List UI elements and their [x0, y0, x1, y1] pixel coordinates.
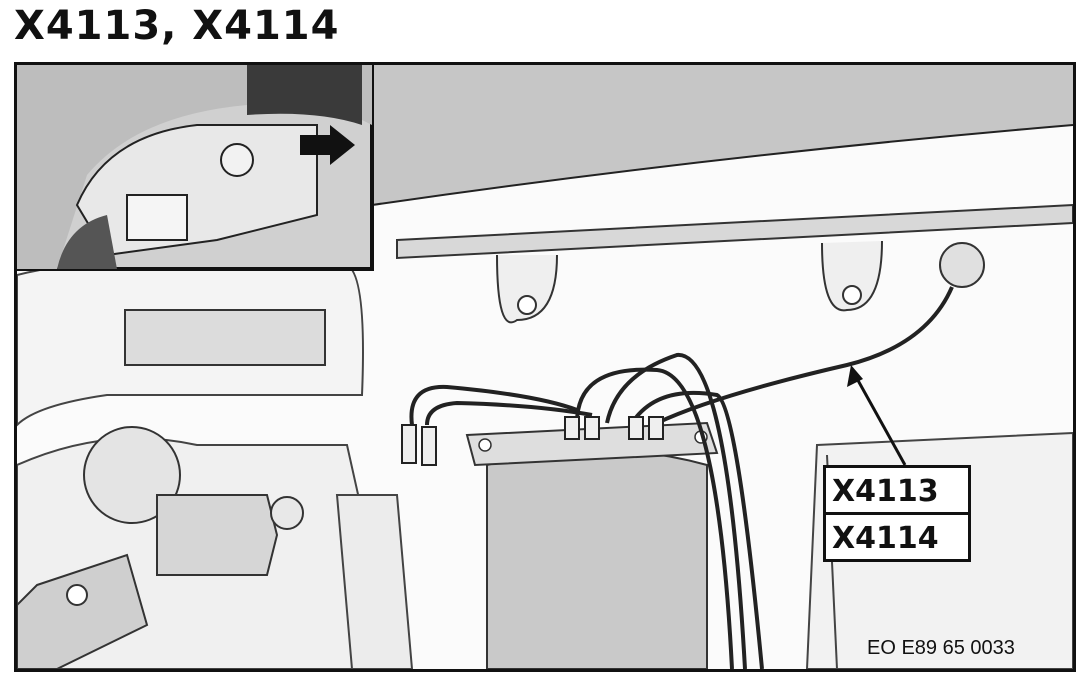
mount-tab	[821, 240, 883, 312]
leader-line	[853, 374, 907, 466]
grommet	[939, 242, 985, 288]
upper-trim-panel	[372, 65, 1073, 205]
leader-arrowhead	[847, 365, 863, 387]
bracket-block	[124, 309, 326, 366]
vehicle-illustration	[17, 65, 1073, 669]
connector-label-x4114: X4114	[826, 512, 968, 559]
diagram-frame	[14, 62, 1076, 672]
cable-harness	[409, 286, 954, 669]
connectors	[401, 416, 664, 466]
inset-dark-panel	[247, 65, 362, 125]
connector-label-x4113: X4113	[832, 474, 939, 509]
reference-code: EO E89 65 0033	[867, 637, 1015, 659]
mount-tab	[496, 254, 558, 324]
connector-callout: X4113 X4114	[823, 465, 971, 562]
antenna-module	[486, 449, 708, 669]
hinge-bracket	[17, 553, 149, 669]
right-arrow-icon	[300, 125, 355, 165]
latch-mechanism	[156, 494, 279, 576]
page-title: X4113, X4114	[14, 3, 340, 49]
rail	[396, 203, 1073, 260]
